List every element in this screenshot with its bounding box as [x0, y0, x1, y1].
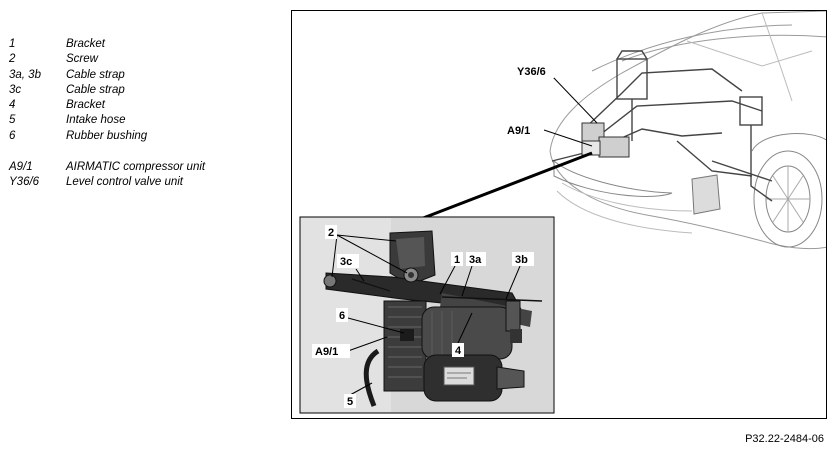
legend-desc: AIRMATIC compressor unit — [66, 161, 206, 174]
svg-text:2: 2 — [328, 227, 334, 239]
svg-text:4: 4 — [455, 345, 462, 357]
legend-desc: Level control valve unit — [66, 176, 183, 189]
legend-desc: Screw — [66, 53, 98, 66]
svg-text:A9/1: A9/1 — [315, 346, 338, 358]
callout-1: 1 — [439, 252, 463, 295]
diagram-frame: Y36/6 A9/1 — [291, 10, 827, 419]
legend-desc: Bracket — [66, 99, 105, 112]
figure-reference: P32.22-2484-06 — [745, 433, 824, 445]
car-suspension — [551, 50, 773, 202]
svg-text:1: 1 — [454, 254, 460, 266]
legend-desc: Intake hose — [66, 114, 126, 127]
callout-a9-detail: A9/1 — [312, 336, 388, 358]
legend-desc: Cable strap — [66, 83, 125, 96]
svg-text:3c: 3c — [340, 256, 352, 268]
compressor-location — [581, 122, 630, 158]
callout-4: 4 — [452, 312, 473, 357]
legend-code: 3c — [9, 83, 22, 96]
detail-pointer — [417, 151, 593, 222]
callout-6: 6 — [336, 308, 405, 334]
legend-desc: Cable strap — [66, 68, 125, 81]
car-illustration — [549, 11, 826, 250]
callout-3b: 3b — [505, 252, 534, 300]
legend-code: 6 — [9, 129, 16, 142]
svg-text:5: 5 — [347, 396, 353, 408]
legend-code: 3a, 3b — [9, 68, 41, 81]
reservoir-illustration — [691, 174, 721, 215]
legend-code: 4 — [9, 99, 16, 112]
callout-5: 5 — [344, 382, 373, 408]
svg-text:6: 6 — [339, 310, 345, 322]
svg-text:A9/1: A9/1 — [507, 125, 530, 137]
legend-code: 1 — [9, 38, 16, 50]
legend-desc: Rubber bushing — [66, 129, 148, 142]
callout-y36: Y36/6 — [514, 64, 598, 124]
callout-3c: 3c — [337, 254, 365, 282]
callout-3a: 3a — [461, 252, 486, 297]
detail-photo — [299, 216, 555, 414]
legend-desc: Bracket — [66, 38, 105, 50]
legend-code: A9/1 — [9, 161, 33, 174]
legend-code: 5 — [9, 114, 16, 127]
callout-2: 2 — [325, 225, 408, 278]
diagram-svg: Y36/6 A9/1 — [299, 11, 826, 414]
svg-text:3b: 3b — [515, 254, 528, 266]
svg-text:Y36/6: Y36/6 — [517, 66, 546, 78]
legend-code: 2 — [9, 53, 16, 66]
callout-a9-car: A9/1 — [504, 123, 593, 147]
legend-code: Y36/6 — [9, 176, 40, 189]
svg-text:3a: 3a — [469, 254, 482, 266]
